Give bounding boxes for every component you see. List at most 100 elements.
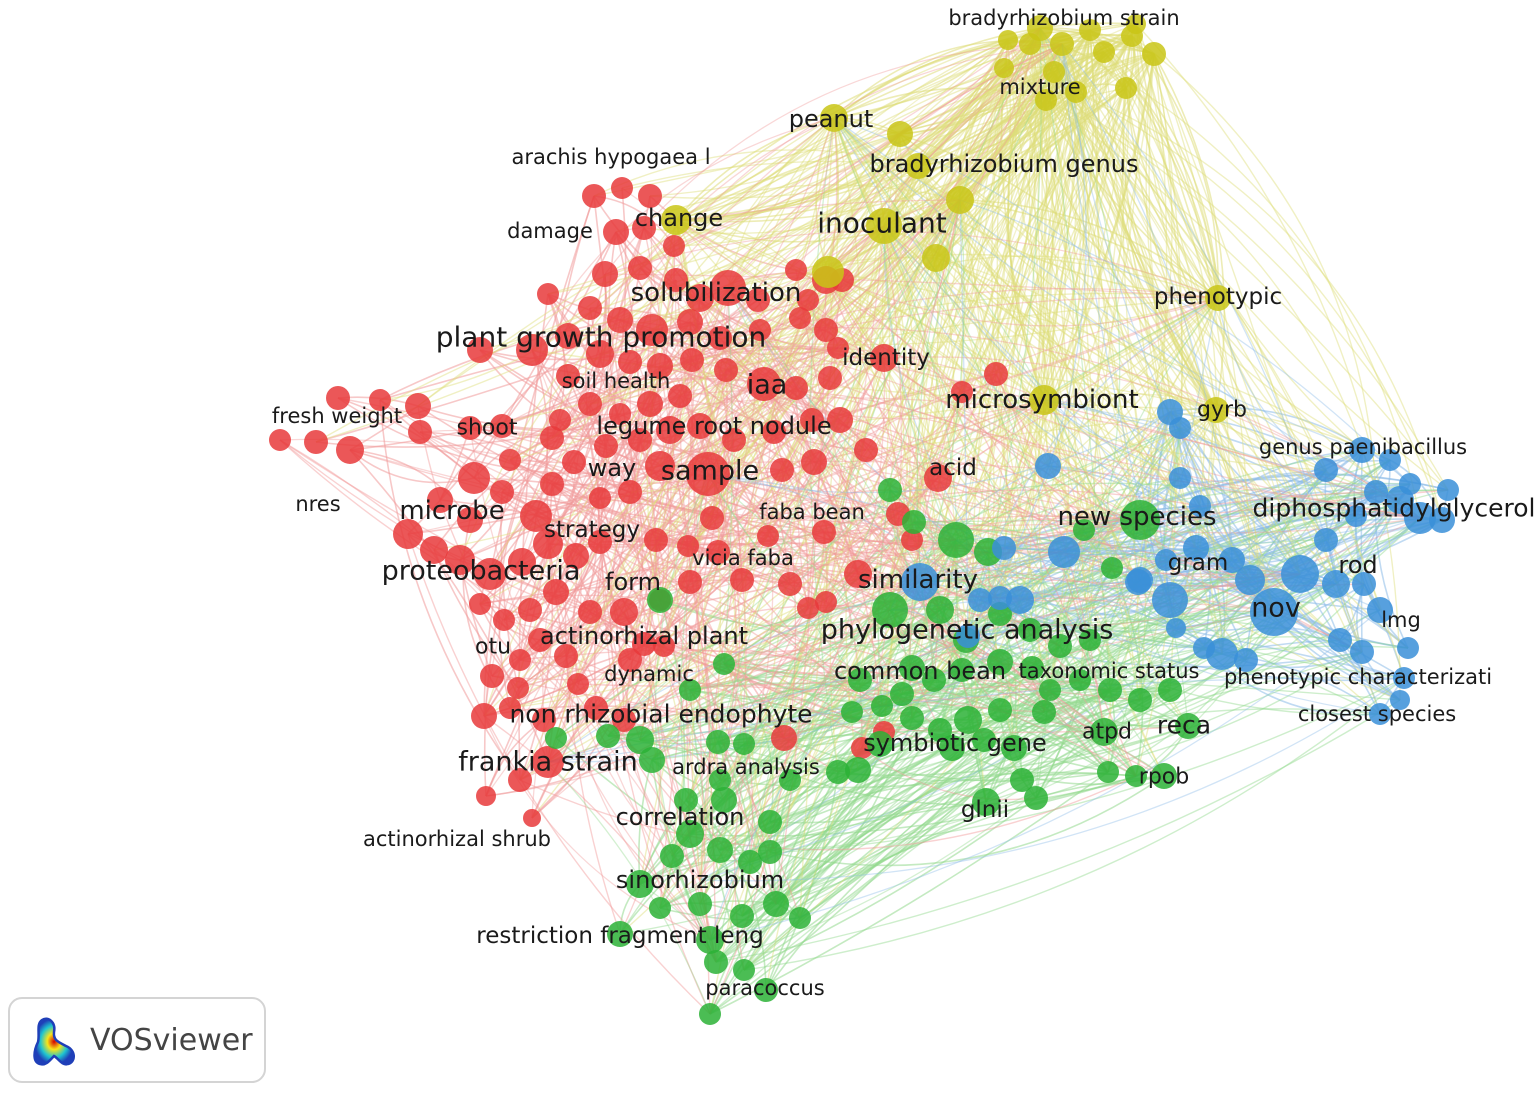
red-cluster-node[interactable] xyxy=(540,426,564,450)
yellow-cluster-node[interactable] xyxy=(1035,89,1057,111)
node-label-taxonomic-status[interactable]: taxonomic status xyxy=(1019,659,1200,683)
red-cluster-node[interactable] xyxy=(815,591,837,613)
red-cluster-node[interactable] xyxy=(924,464,952,492)
red-cluster-node[interactable] xyxy=(762,420,786,444)
red-cluster-node[interactable] xyxy=(592,261,618,287)
green-cluster-node[interactable] xyxy=(1128,688,1152,712)
red-cluster-node[interactable] xyxy=(420,536,448,564)
green-cluster-node[interactable] xyxy=(900,706,924,730)
node-label-phenotypic-characterizati[interactable]: phenotypic characterizati xyxy=(1224,665,1492,689)
green-cluster-node[interactable] xyxy=(607,921,633,947)
red-cluster-node[interactable] xyxy=(556,364,580,388)
yellow-cluster-node[interactable] xyxy=(1093,41,1115,63)
green-cluster-node[interactable] xyxy=(789,907,811,929)
green-cluster-node[interactable] xyxy=(779,769,801,791)
red-cluster-node[interactable] xyxy=(645,451,675,481)
blue-cluster-node[interactable] xyxy=(1235,565,1265,595)
node-label-restriction-fragment-leng[interactable]: restriction fragment leng xyxy=(476,923,763,949)
node-label-phenotypic[interactable]: phenotypic xyxy=(1154,284,1282,310)
node-label-rod[interactable]: rod xyxy=(1338,551,1377,579)
red-cluster-node[interactable] xyxy=(458,416,482,440)
blue-cluster-node[interactable] xyxy=(1314,458,1338,482)
green-cluster-node[interactable] xyxy=(890,682,914,706)
red-cluster-node[interactable] xyxy=(304,430,328,454)
green-cluster-node[interactable] xyxy=(730,904,754,928)
red-cluster-node[interactable] xyxy=(458,462,490,494)
blue-cluster-node[interactable] xyxy=(1169,417,1191,439)
red-cluster-node[interactable] xyxy=(326,386,350,410)
red-cluster-node[interactable] xyxy=(508,768,532,792)
green-cluster-node[interactable] xyxy=(972,728,996,752)
yellow-cluster-node[interactable] xyxy=(905,153,931,179)
green-cluster-node[interactable] xyxy=(1098,678,1122,702)
red-cluster-node[interactable] xyxy=(509,649,531,671)
red-cluster-node[interactable] xyxy=(369,389,391,411)
red-cluster-node[interactable] xyxy=(800,408,824,432)
green-cluster-node[interactable] xyxy=(922,668,946,692)
red-cluster-node[interactable] xyxy=(607,307,633,333)
blue-cluster-node[interactable] xyxy=(1322,570,1350,598)
node-label-atpd[interactable]: atpd xyxy=(1082,720,1132,745)
green-cluster-node[interactable] xyxy=(1158,678,1182,702)
green-cluster-node[interactable] xyxy=(647,587,673,613)
red-cluster-node[interactable] xyxy=(700,506,724,530)
red-cluster-node[interactable] xyxy=(554,644,578,668)
node-label-bradyrhizobium-genus[interactable]: bradyrhizobium genus xyxy=(870,150,1139,178)
node-label-non-rhizobial-endophyte[interactable]: non rhizobial endophyte xyxy=(509,700,812,729)
green-cluster-node[interactable] xyxy=(987,649,1013,675)
node-label-lmg[interactable]: lmg xyxy=(1381,608,1421,632)
green-cluster-node[interactable] xyxy=(826,760,850,784)
blue-cluster-node[interactable] xyxy=(901,563,939,601)
red-cluster-node[interactable] xyxy=(628,256,652,280)
blue-cluster-node[interactable] xyxy=(1349,437,1375,463)
node-label-nov[interactable]: nov xyxy=(1251,593,1301,624)
blue-cluster-node[interactable] xyxy=(1364,480,1388,504)
yellow-cluster-node[interactable] xyxy=(820,104,848,132)
blue-cluster-node[interactable] xyxy=(1281,555,1319,593)
node-label-fresh-weight[interactable]: fresh weight xyxy=(272,404,402,428)
green-cluster-node[interactable] xyxy=(626,870,654,898)
green-cluster-node[interactable] xyxy=(1018,618,1042,642)
red-cluster-node[interactable] xyxy=(854,438,878,462)
red-cluster-node[interactable] xyxy=(490,414,514,438)
red-cluster-node[interactable] xyxy=(663,235,685,257)
green-cluster-node[interactable] xyxy=(950,658,974,682)
red-cluster-node[interactable] xyxy=(628,428,652,452)
red-cluster-node[interactable] xyxy=(714,358,738,382)
node-label-actinorhizal-shrub[interactable]: actinorhizal shrub xyxy=(363,827,551,851)
green-cluster-node[interactable] xyxy=(674,788,698,812)
node-label-faba-bean[interactable]: faba bean xyxy=(759,500,865,524)
green-cluster-node[interactable] xyxy=(845,757,871,783)
node-label-diphosphatidylglycerol[interactable]: diphosphatidylglycerol xyxy=(1253,494,1536,523)
red-cluster-node[interactable] xyxy=(578,392,602,416)
red-cluster-node[interactable] xyxy=(471,703,497,729)
yellow-cluster-node[interactable] xyxy=(661,205,691,235)
red-cluster-node[interactable] xyxy=(708,326,732,350)
node-label-gyrb[interactable]: gyrb xyxy=(1197,398,1247,423)
green-cluster-node[interactable] xyxy=(1001,735,1027,761)
red-cluster-node[interactable] xyxy=(507,677,529,699)
yellow-cluster-node[interactable] xyxy=(1079,19,1101,41)
red-cluster-node[interactable] xyxy=(584,696,608,720)
node-label-new-species[interactable]: new species xyxy=(1057,502,1216,532)
green-cluster-node[interactable] xyxy=(972,788,1000,816)
node-label-shoot[interactable]: shoot xyxy=(457,416,518,441)
red-cluster-node[interactable] xyxy=(457,507,483,533)
node-label-sinorhizobium[interactable]: sinorhizobium xyxy=(616,866,784,894)
green-cluster-node[interactable] xyxy=(711,787,737,813)
yellow-cluster-node[interactable] xyxy=(998,30,1018,50)
blue-cluster-node[interactable] xyxy=(956,624,980,648)
red-cluster-node[interactable] xyxy=(499,697,521,719)
node-label-closest-species[interactable]: closest species xyxy=(1298,702,1456,726)
green-cluster-node[interactable] xyxy=(545,727,567,749)
green-cluster-node[interactable] xyxy=(872,592,908,628)
red-cluster-node[interactable] xyxy=(269,429,291,451)
node-label-microsymbiont[interactable]: microsymbiont xyxy=(945,385,1138,415)
node-label-phylogenetic-analysis[interactable]: phylogenetic analysis xyxy=(821,615,1114,646)
blue-cluster-node[interactable] xyxy=(1379,449,1401,471)
yellow-cluster-node[interactable] xyxy=(1115,77,1137,99)
red-cluster-node[interactable] xyxy=(589,487,611,509)
green-cluster-node[interactable] xyxy=(596,724,620,748)
yellow-cluster-node[interactable] xyxy=(994,58,1014,78)
node-label-common-bean[interactable]: common bean xyxy=(834,657,1006,685)
